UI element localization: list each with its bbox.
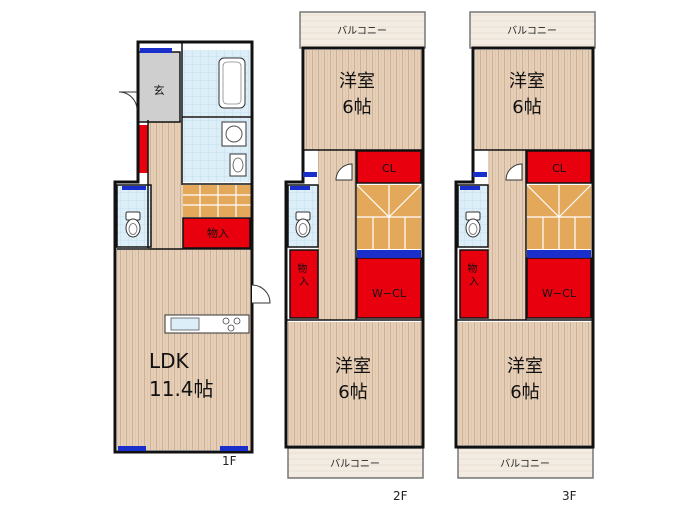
ldk-size: 11.4帖 [149, 377, 214, 401]
floor-2f: バルコニー バルコニー [284, 11, 426, 479]
kitchen-sink [170, 317, 200, 331]
floor-label-2f: 2F [393, 489, 408, 503]
window [220, 446, 248, 451]
closet-3f [526, 150, 592, 184]
storage-label-3f: 物 入 [467, 262, 480, 288]
floor-1f: 玄 物入 LDK 11.4帖 [113, 40, 271, 454]
room-bottom-name-2f: 洋室 [335, 356, 371, 377]
room-bottom-3f [458, 322, 592, 445]
genkan-floor [137, 51, 181, 123]
walkin-closet-3f [526, 257, 592, 319]
walkin-closet-label-3f: W−CL [542, 287, 577, 300]
hall-floor [148, 120, 183, 250]
window [140, 48, 172, 53]
balcony-top-label-3f: バルコニー [507, 25, 557, 37]
room-bottom-size-3f: 6帖 [510, 382, 539, 403]
storage-label-2f: 物 入 [297, 262, 310, 288]
balcony-top-label-2f: バルコニー [337, 25, 387, 37]
room-bottom-name-3f: 洋室 [507, 356, 543, 377]
floor-label-3f: 3F [562, 489, 577, 503]
room-top-name-3f: 洋室 [509, 71, 545, 92]
window [290, 186, 310, 190]
storage-1f [182, 217, 251, 249]
ldk-name: LDK [149, 349, 190, 373]
floor-3f: バルコニー バルコニー [454, 11, 596, 479]
window [303, 172, 317, 177]
room-bottom-2f [288, 322, 422, 445]
stairs-1f [183, 185, 251, 217]
window [122, 186, 146, 190]
floor-label-1f: 1F [222, 454, 237, 468]
storage-label-2f-char2: 入 [299, 277, 309, 288]
genkan-label: 玄 [154, 83, 165, 97]
window [118, 446, 146, 451]
storage-2f [289, 249, 319, 319]
shoe-closet [138, 125, 148, 173]
room-top-size-2f: 6帖 [342, 97, 371, 118]
walkin-closet-label-2f: W−CL [372, 287, 407, 300]
walkin-closet-2f [356, 257, 422, 319]
window [357, 250, 421, 258]
balcony-bottom-3f [457, 447, 594, 479]
bathtub [218, 57, 246, 109]
window [527, 250, 591, 258]
storage-3f [459, 249, 489, 319]
closet-label-2f: CL [382, 162, 397, 175]
wash-basin [229, 153, 247, 177]
balcony-bottom-label-3f: バルコニー [500, 458, 550, 470]
storage-label-3f-char1: 物 [467, 262, 477, 275]
balcony-bottom-2f [287, 447, 424, 479]
storage-label-1f: 物入 [207, 226, 229, 240]
window [460, 186, 480, 190]
closet-2f [356, 150, 422, 184]
closet-label-3f: CL [552, 162, 567, 175]
room-top-2f [305, 50, 422, 150]
storage-label-3f-char2: 入 [469, 277, 479, 288]
balcony-top-3f [469, 11, 596, 49]
room-top-size-3f: 6帖 [512, 97, 541, 118]
window [473, 172, 487, 177]
balcony-top-2f [299, 11, 426, 49]
balcony-bottom-label-2f: バルコニー [330, 458, 380, 470]
ldk-floor [117, 250, 252, 450]
room-bottom-size-2f: 6帖 [338, 382, 367, 403]
room-top-name-2f: 洋室 [339, 71, 375, 92]
room-top-3f [475, 50, 592, 150]
storage-label-2f-char1: 物 [297, 262, 307, 275]
